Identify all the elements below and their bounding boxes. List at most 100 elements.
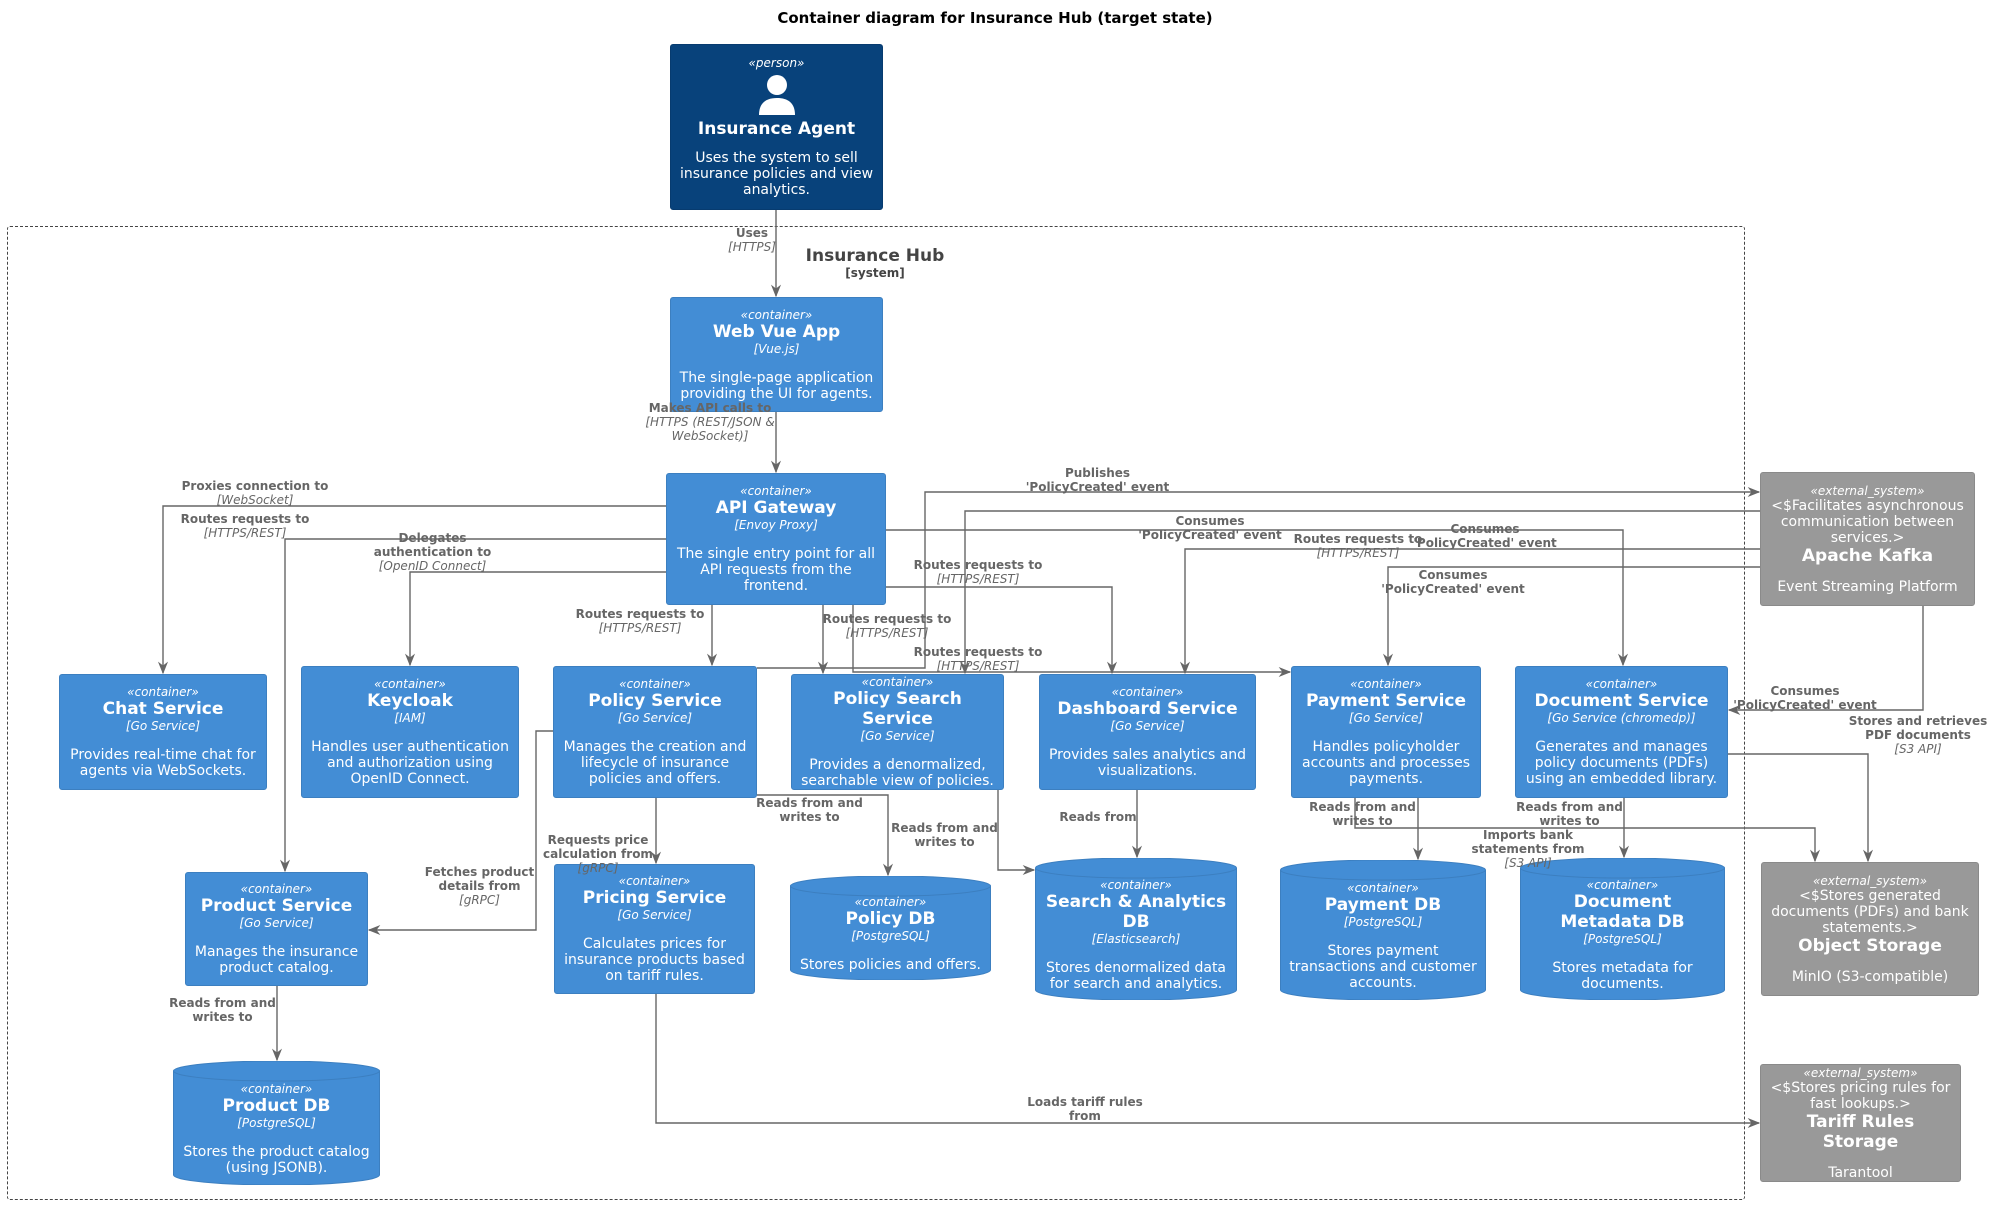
database-policy-db[interactable]: «container» Policy DB [PostgreSQL] Store… <box>790 876 991 980</box>
container-keycloak[interactable]: «container» Keycloak [IAM] Handles user … <box>301 666 519 798</box>
container-web-vue-app[interactable]: «container» Web Vue App [Vue.js] The sin… <box>670 297 883 412</box>
external-object-storage[interactable]: «external_system» <$Stores generated doc… <box>1761 862 1979 996</box>
boundary-label: Insurance Hub [system] <box>780 246 970 280</box>
database-name: Product DB <box>222 1096 331 1116</box>
edge-label-text: Uses <box>735 226 769 240</box>
edge-label-text: Routes requests to <box>822 612 952 626</box>
container-tech: [Go Service (chromedp)] <box>1547 711 1696 725</box>
boundary-type: [system] <box>845 266 905 280</box>
external-tariff-rules-storage[interactable]: «external_system» <$Stores pricing rules… <box>1760 1064 1961 1182</box>
database-content: «container» Document Metadata DB [Postgr… <box>1520 856 1725 1002</box>
container-payment-service[interactable]: «container» Payment Service [Go Service]… <box>1291 666 1481 798</box>
cylinder-shape <box>1280 860 1486 1000</box>
container-name: Product Service <box>200 896 353 916</box>
stereotype: «container» <box>854 895 927 909</box>
container-description: The single entry point for all API reque… <box>676 546 876 594</box>
container-tech: [Go Service] <box>125 719 201 733</box>
edge-label-publishes: Publishes 'PolicyCreated' event <box>1025 466 1170 494</box>
external-name: Apache Kafka <box>1801 545 1934 566</box>
external-note: <$Facilitates asynchronous communication… <box>1771 497 1964 546</box>
cylinder-shape <box>1520 858 1725 1000</box>
edge-label-routes-payment: Routes requests to [HTTPS/REST] <box>908 645 1048 673</box>
edge-label-document-rw: Reads from and writes to <box>1512 800 1627 828</box>
stereotype: «person» <box>748 56 805 70</box>
edge-label-imports-bank: Imports bank statements from [S3 API] <box>1463 828 1593 870</box>
container-tech: [Go Service] <box>1110 719 1185 733</box>
edge-label-text: Proxies connection to <box>181 479 329 493</box>
database-product-db[interactable]: «container» Product DB [PostgreSQL] Stor… <box>173 1061 380 1185</box>
edge-label-routes-dashboard: Routes requests to [HTTPS/REST] <box>908 558 1048 586</box>
edge-label-tech: [HTTPS (REST/JSON & WebSocket)] <box>645 415 775 443</box>
container-tech: [Go Service] <box>860 729 935 743</box>
edge-label-text: Stores and retrieves PDF documents <box>1848 714 1988 742</box>
database-description: Stores metadata for documents. <box>1552 960 1693 992</box>
edge-label-tech: [HTTPS/REST] <box>598 621 682 635</box>
stereotype: «container» <box>619 677 691 691</box>
container-name: Payment Service <box>1305 691 1467 711</box>
edge-label-tech: [S3 API] <box>1504 856 1552 870</box>
edge-label-loads-tariff: Loads tariff rules from <box>1020 1095 1150 1123</box>
diagram-title: Container diagram for Insurance Hub (tar… <box>777 9 1213 27</box>
external-description: Tarantool <box>1828 1164 1893 1181</box>
container-description: Manages the creation and lifecycle of in… <box>563 739 747 787</box>
person-description: Uses the system to sell insurance polici… <box>679 150 874 198</box>
edge-label-tech: [HTTPS/REST] <box>845 626 929 640</box>
edge-label-text: Consumes 'PolicyCreated' event <box>1138 514 1282 542</box>
container-name: Policy Search Service <box>833 689 962 729</box>
person-insurance-agent[interactable]: «person» Insurance Agent Uses the system… <box>670 44 883 210</box>
container-product-service[interactable]: «container» Product Service [Go Service]… <box>185 872 368 986</box>
container-description: Provides sales analytics and visualizati… <box>1048 747 1247 779</box>
container-name: Web Vue App <box>712 321 841 342</box>
edge-label-api-calls: Makes API calls to [HTTPS (REST/JSON & W… <box>640 401 780 443</box>
container-description: Generates and manages policy documents (… <box>1525 739 1718 787</box>
edge-label-text: Publishes 'PolicyCreated' event <box>1025 466 1170 494</box>
edge-label-text: Consumes 'PolicyCreated' event <box>1381 568 1525 596</box>
edge-label-text: Reads from and writes to <box>1309 800 1416 828</box>
edge-label-uses: Uses [HTTPS] <box>722 226 782 254</box>
container-policy-service[interactable]: «container» Policy Service [Go Service] … <box>553 666 757 798</box>
container-tech: [Go Service] <box>617 908 692 922</box>
edge-label-text: Reads from and writes to <box>1516 800 1623 828</box>
edge-label-tech: [gRPC] <box>459 893 500 907</box>
container-chat-service[interactable]: «container» Chat Service [Go Service] Pr… <box>59 674 267 790</box>
edge-label-tech: [HTTPS/REST] <box>936 572 1020 586</box>
container-api-gateway[interactable]: «container» API Gateway [Envoy Proxy] Th… <box>666 473 886 605</box>
container-tech: [IAM] <box>394 711 426 725</box>
boundary-name: Insurance Hub <box>805 246 945 266</box>
cylinder-shape <box>1035 858 1237 1000</box>
database-tech: [Elasticsearch] <box>1091 932 1181 946</box>
external-description: Event Streaming Platform <box>1777 578 1958 595</box>
edge-label-text: Routes requests to <box>1293 532 1423 546</box>
database-content: «container» Policy DB [PostgreSQL] Store… <box>792 873 989 983</box>
stereotype: «container» <box>127 685 199 699</box>
container-tech: [Vue.js] <box>753 341 800 356</box>
stereotype: «container» <box>1586 878 1659 892</box>
container-policy-search-service[interactable]: «container» Policy Search Service [Go Se… <box>791 674 1004 790</box>
edge-label-routes-policy: Routes requests to [HTTPS/REST] <box>570 607 710 635</box>
edge-label-text: Reads from and writes to <box>891 821 998 849</box>
stereotype: «container» <box>240 1082 313 1096</box>
container-document-service[interactable]: «container» Document Service [Go Service… <box>1515 666 1728 798</box>
database-search-analytics-db[interactable]: «container» Search & Analytics DB [Elast… <box>1035 858 1237 1000</box>
edge-label-text: Reads from and writes to <box>756 796 863 824</box>
database-payment-db[interactable]: «container» Payment DB [PostgreSQL] Stor… <box>1280 860 1486 1000</box>
database-name: Payment DB <box>1324 895 1442 915</box>
database-tech: [PostgreSQL] <box>851 929 930 943</box>
container-tech: [Go Service] <box>1348 711 1424 725</box>
edge-label-text: Fetches product details from <box>424 865 535 893</box>
edge-label-consumes-document: Consumes 'PolicyCreated' event <box>1730 684 1880 712</box>
stereotype: «container» <box>1350 677 1422 691</box>
database-document-metadata-db[interactable]: «container» Document Metadata DB [Postgr… <box>1520 858 1725 1000</box>
container-pricing-service[interactable]: «container» Pricing Service [Go Service]… <box>554 864 755 994</box>
edge-label-text: Requests price calculation from <box>543 833 653 861</box>
edge-label-text: Reads from and writes to <box>169 996 276 1024</box>
edge-label-tech: [HTTPS] <box>728 240 776 254</box>
edge-label-text: Routes requests to <box>913 558 1043 572</box>
edge-stores-pdf <box>1728 753 1874 863</box>
stereotype: «container» <box>618 874 691 888</box>
edge-label-text: Delegates authentication to <box>373 531 492 559</box>
container-name: Keycloak <box>367 691 453 711</box>
external-name: Object Storage <box>1798 935 1942 956</box>
container-dashboard-service[interactable]: «container» Dashboard Service [Go Servic… <box>1039 674 1256 790</box>
external-apache-kafka[interactable]: «external_system» <$Facilitates asynchro… <box>1760 472 1975 606</box>
